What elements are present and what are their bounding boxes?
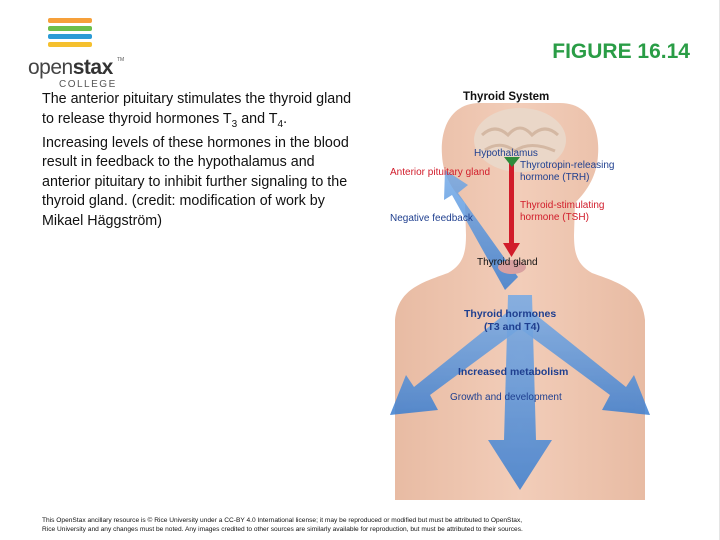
- pituitary-marker: [504, 157, 520, 167]
- logo-wordmark: openstax: [28, 56, 113, 79]
- logo-stripe: [48, 34, 92, 39]
- logo-trademark: TM: [117, 57, 125, 63]
- thyroid-hormones-sub-label: (T3 and T4): [484, 321, 540, 333]
- logo-stripe: [48, 26, 92, 31]
- trh-label-line2: hormone (TRH): [520, 172, 589, 183]
- trh-label-line1: Thyrotropin-releasing: [520, 160, 615, 171]
- hormone-arrows: [390, 170, 650, 490]
- thyroid-gland-label: Thyroid gland: [477, 257, 538, 268]
- hypothalamus-label: Hypothalamus: [474, 148, 538, 159]
- license-line-2: Rice University and any changes must be …: [42, 526, 523, 533]
- negative-feedback-label: Negative feedback: [390, 213, 474, 224]
- openstax-logo: openstax TM COLLEGE: [28, 18, 128, 90]
- figure-caption: The anterior pituitary stimulates the th…: [42, 91, 352, 229]
- brain: [474, 108, 566, 172]
- thyroid-hormones-label: Thyroid hormones: [464, 308, 556, 320]
- tsh-label-line2: hormone (TSH): [520, 212, 589, 223]
- tsh-label-line1: Thyroid-stimulating: [520, 200, 604, 211]
- diagram-heading: Thyroid System: [463, 91, 549, 103]
- logo-stripes: [48, 18, 92, 50]
- logo-subtitle: COLLEGE: [59, 79, 117, 90]
- logo-stripe: [48, 42, 92, 47]
- thyroid-diagram: Thyroid System Hypothalamus Anterior pit…: [390, 91, 650, 500]
- figure-title: FIGURE 16.14: [552, 40, 690, 63]
- anterior-pituitary-label: Anterior pituitary gland: [390, 167, 490, 178]
- increased-metabolism-label: Increased metabolism: [458, 366, 568, 378]
- logo-stripe: [48, 18, 92, 23]
- thyroid-system-figure: Thyroid System Hypothalamus Anterior pit…: [370, 85, 670, 500]
- tsh-arrow: [503, 160, 520, 257]
- brain-folds: [480, 126, 560, 153]
- license-line-1: This OpenStax ancillary resource is © Ri…: [42, 517, 523, 524]
- thyroid-gland: [498, 260, 526, 274]
- license-footer: This OpenStax ancillary resource is © Ri…: [42, 516, 682, 534]
- growth-development-label: Growth and development: [450, 392, 562, 403]
